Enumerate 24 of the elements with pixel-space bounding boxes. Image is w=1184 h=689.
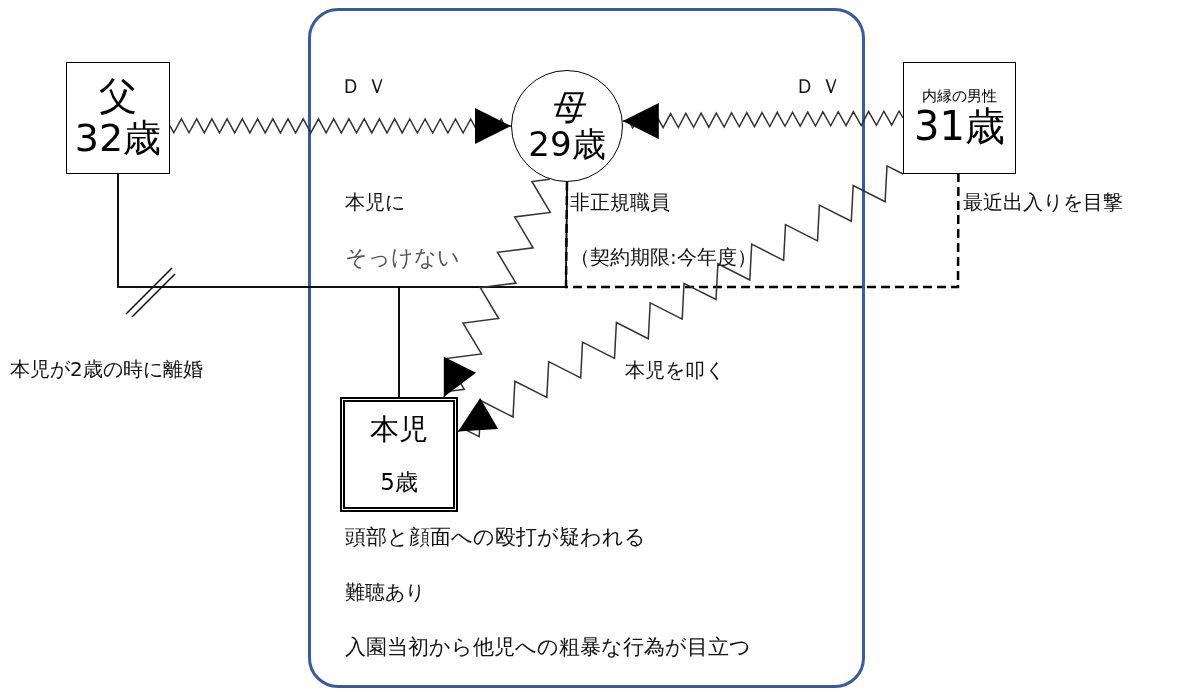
note-text: そっけない <box>345 245 460 272</box>
abuse-arrow <box>457 164 904 438</box>
person-label: 内縁の男性 <box>922 87 997 105</box>
abuse-arrow <box>443 178 552 398</box>
note-text: 難聴あり <box>345 580 425 604</box>
age-label: 31歳 <box>914 104 1005 149</box>
note-text: （契約期限:今年度） <box>570 245 757 269</box>
age-label: 5歳 <box>380 469 418 496</box>
note-text: 入園当初から他児への粗暴な行為が目立つ <box>345 635 751 661</box>
cohabitation-line <box>564 174 960 289</box>
note-text: 本児に <box>345 190 405 214</box>
person-label: 本児 <box>370 413 428 446</box>
child-box <box>340 397 458 512</box>
age-label: 32歳 <box>74 118 162 160</box>
person-label: 父 <box>99 76 137 118</box>
person-box <box>903 62 1016 174</box>
note-text: 非正規職員 <box>570 190 670 214</box>
abuse-arrow <box>622 103 904 140</box>
note-text: 本児が2歳の時に離婚 <box>10 357 203 381</box>
age-label: 29歳 <box>528 126 606 164</box>
abuse-arrow <box>169 108 512 144</box>
note-text: 頭部と顔面への殴打が疑われる <box>345 525 646 551</box>
person-box <box>66 62 170 174</box>
note-text: 最近出入りを目撃 <box>963 190 1123 214</box>
